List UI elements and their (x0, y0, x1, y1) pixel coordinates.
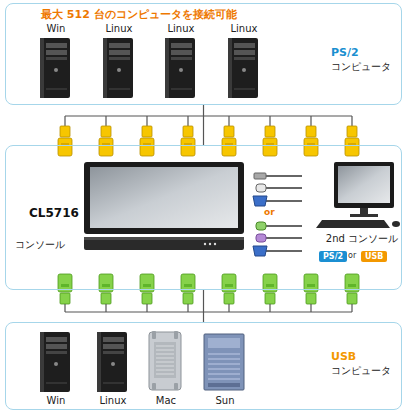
part-name: コンソール (15, 239, 65, 251)
usb-computer-panel: USBコンピュータ Win Linux Mac Sun (5, 322, 402, 410)
badge-text: USB (365, 252, 383, 261)
badge-text: PS/2 (323, 252, 343, 261)
os-label: Mac (156, 395, 176, 407)
os-label: Linux (100, 395, 127, 407)
computer: Win (38, 23, 74, 101)
computer: Win (38, 331, 74, 409)
or-note: or (264, 207, 275, 217)
interface-name: PS/2 (331, 47, 359, 60)
interface-badge: USB (361, 251, 387, 262)
os-label: Linux (231, 23, 258, 35)
computer: Sun (202, 331, 248, 409)
group-caption: コンピュータ (331, 61, 391, 73)
computer: Linux (163, 23, 199, 101)
capacity-heading: 最大 512 台のコンピュータを接続可能 (41, 9, 237, 22)
group-caption: コンピュータ (331, 365, 391, 377)
computer: Linux (95, 331, 131, 409)
os-label: Linux (106, 23, 133, 35)
cable-link (203, 105, 204, 145)
computer: Mac (147, 331, 185, 409)
model-name: CL5716 (29, 207, 79, 221)
cable-link (203, 290, 204, 322)
or-note: or (348, 251, 356, 260)
os-label: Linux (168, 23, 195, 35)
os-label: Sun (215, 395, 234, 407)
ps2-computer-panel: 最大 512 台のコンピュータを接続可能 PS/2コンピュータ Win Linux Li… (5, 3, 402, 105)
interface-badge: PS/2 (319, 251, 347, 262)
os-label: Win (47, 23, 66, 35)
second-console: 2nd コンソール PS/2 USB (297, 157, 401, 267)
os-label: Win (47, 395, 66, 407)
part-name: 2nd コンソール (326, 233, 398, 245)
computer: Linux (101, 23, 137, 101)
kvm-console-panel: CL5716 コンソール 2nd コンソール PS/2 USB (5, 145, 402, 290)
computer: Linux (226, 23, 262, 101)
interface-name: USB (331, 351, 356, 364)
